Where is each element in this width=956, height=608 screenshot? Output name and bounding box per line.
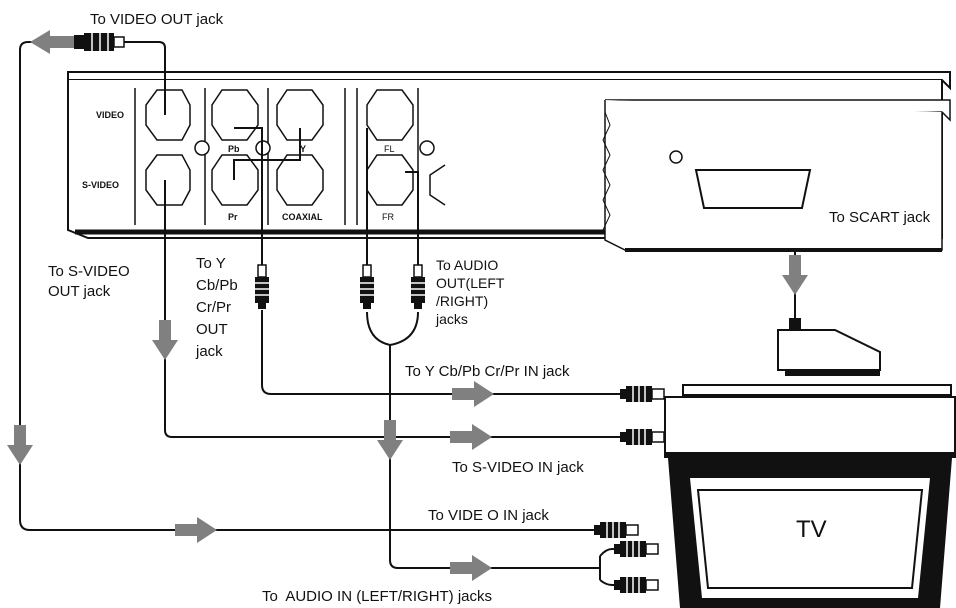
audio-left-plug — [359, 264, 375, 310]
scart-socket — [694, 169, 812, 209]
video-down-arrow — [7, 425, 33, 465]
audio-in-arrow — [450, 555, 492, 581]
label-component-out-4: OUT — [196, 321, 228, 338]
pb-jack — [211, 89, 259, 141]
label-audio-in: To AUDIO IN (LEFT/RIGHT) jacks — [262, 588, 492, 605]
label-scart: To SCART jack — [829, 209, 931, 226]
label-component-out-2: Cb/Pb — [196, 277, 238, 294]
panel-label-coaxial: COAXIAL — [282, 212, 323, 222]
scart-plug — [777, 318, 881, 376]
label-svideo-out-1: To S-VIDEO — [48, 263, 130, 280]
panel-label-fr: FR — [382, 212, 394, 222]
fl-jack — [366, 89, 414, 141]
svideo-in-arrow — [450, 424, 492, 450]
panel-label-pb: Pb — [228, 144, 240, 154]
label-component-out-5: jack — [195, 343, 223, 360]
panel-label-fl: FL — [384, 144, 395, 154]
tv: TV — [664, 384, 956, 608]
scart-device-panel — [602, 99, 951, 252]
audio-in-right-plug — [613, 576, 659, 594]
panel-label-y: Y — [300, 144, 306, 154]
label-audio-out-2: OUT(LEFT — [436, 275, 505, 291]
label-component-in: To Y Cb/Pb Cr/Pr IN jack — [405, 363, 570, 380]
label-component-out-1: To Y — [196, 255, 226, 272]
label-audio-out-4: jacks — [435, 311, 468, 327]
coaxial-jack — [276, 154, 324, 206]
component-in-plug — [619, 385, 665, 403]
component-plug — [254, 264, 270, 310]
video-out-plug — [30, 30, 125, 54]
svideo-in-plug — [619, 428, 665, 446]
scart-arrow — [782, 255, 808, 295]
tv-label: TV — [796, 516, 827, 543]
audio-right-plug — [410, 264, 426, 310]
label-video-out: To VIDEO OUT jack — [90, 11, 224, 28]
label-svideo-in: To S-VIDEO IN jack — [452, 459, 584, 476]
label-audio-out-3: /RIGHT) — [436, 293, 488, 309]
y-jack — [276, 89, 324, 141]
label-component-out-3: Cr/Pr — [196, 299, 231, 316]
label-audio-out-1: To AUDIO — [436, 257, 498, 273]
svideo-out-jack — [145, 154, 191, 206]
svideo-arrow — [152, 320, 178, 360]
panel-label-svideo: S-VIDEO — [82, 180, 119, 190]
video-in-arrow — [175, 517, 217, 543]
label-video-in: To VIDE O IN jack — [428, 507, 549, 524]
panel-label-pr: Pr — [228, 212, 238, 222]
label-svideo-out-2: OUT jack — [48, 283, 111, 300]
fr-jack — [366, 154, 414, 206]
video-in-plug — [593, 521, 639, 539]
video-out-jack — [145, 89, 191, 141]
panel-label-video: VIDEO — [96, 110, 124, 120]
audio-down-arrow — [377, 420, 403, 460]
audio-in-left-plug — [613, 540, 659, 558]
component-arrow — [452, 381, 494, 407]
